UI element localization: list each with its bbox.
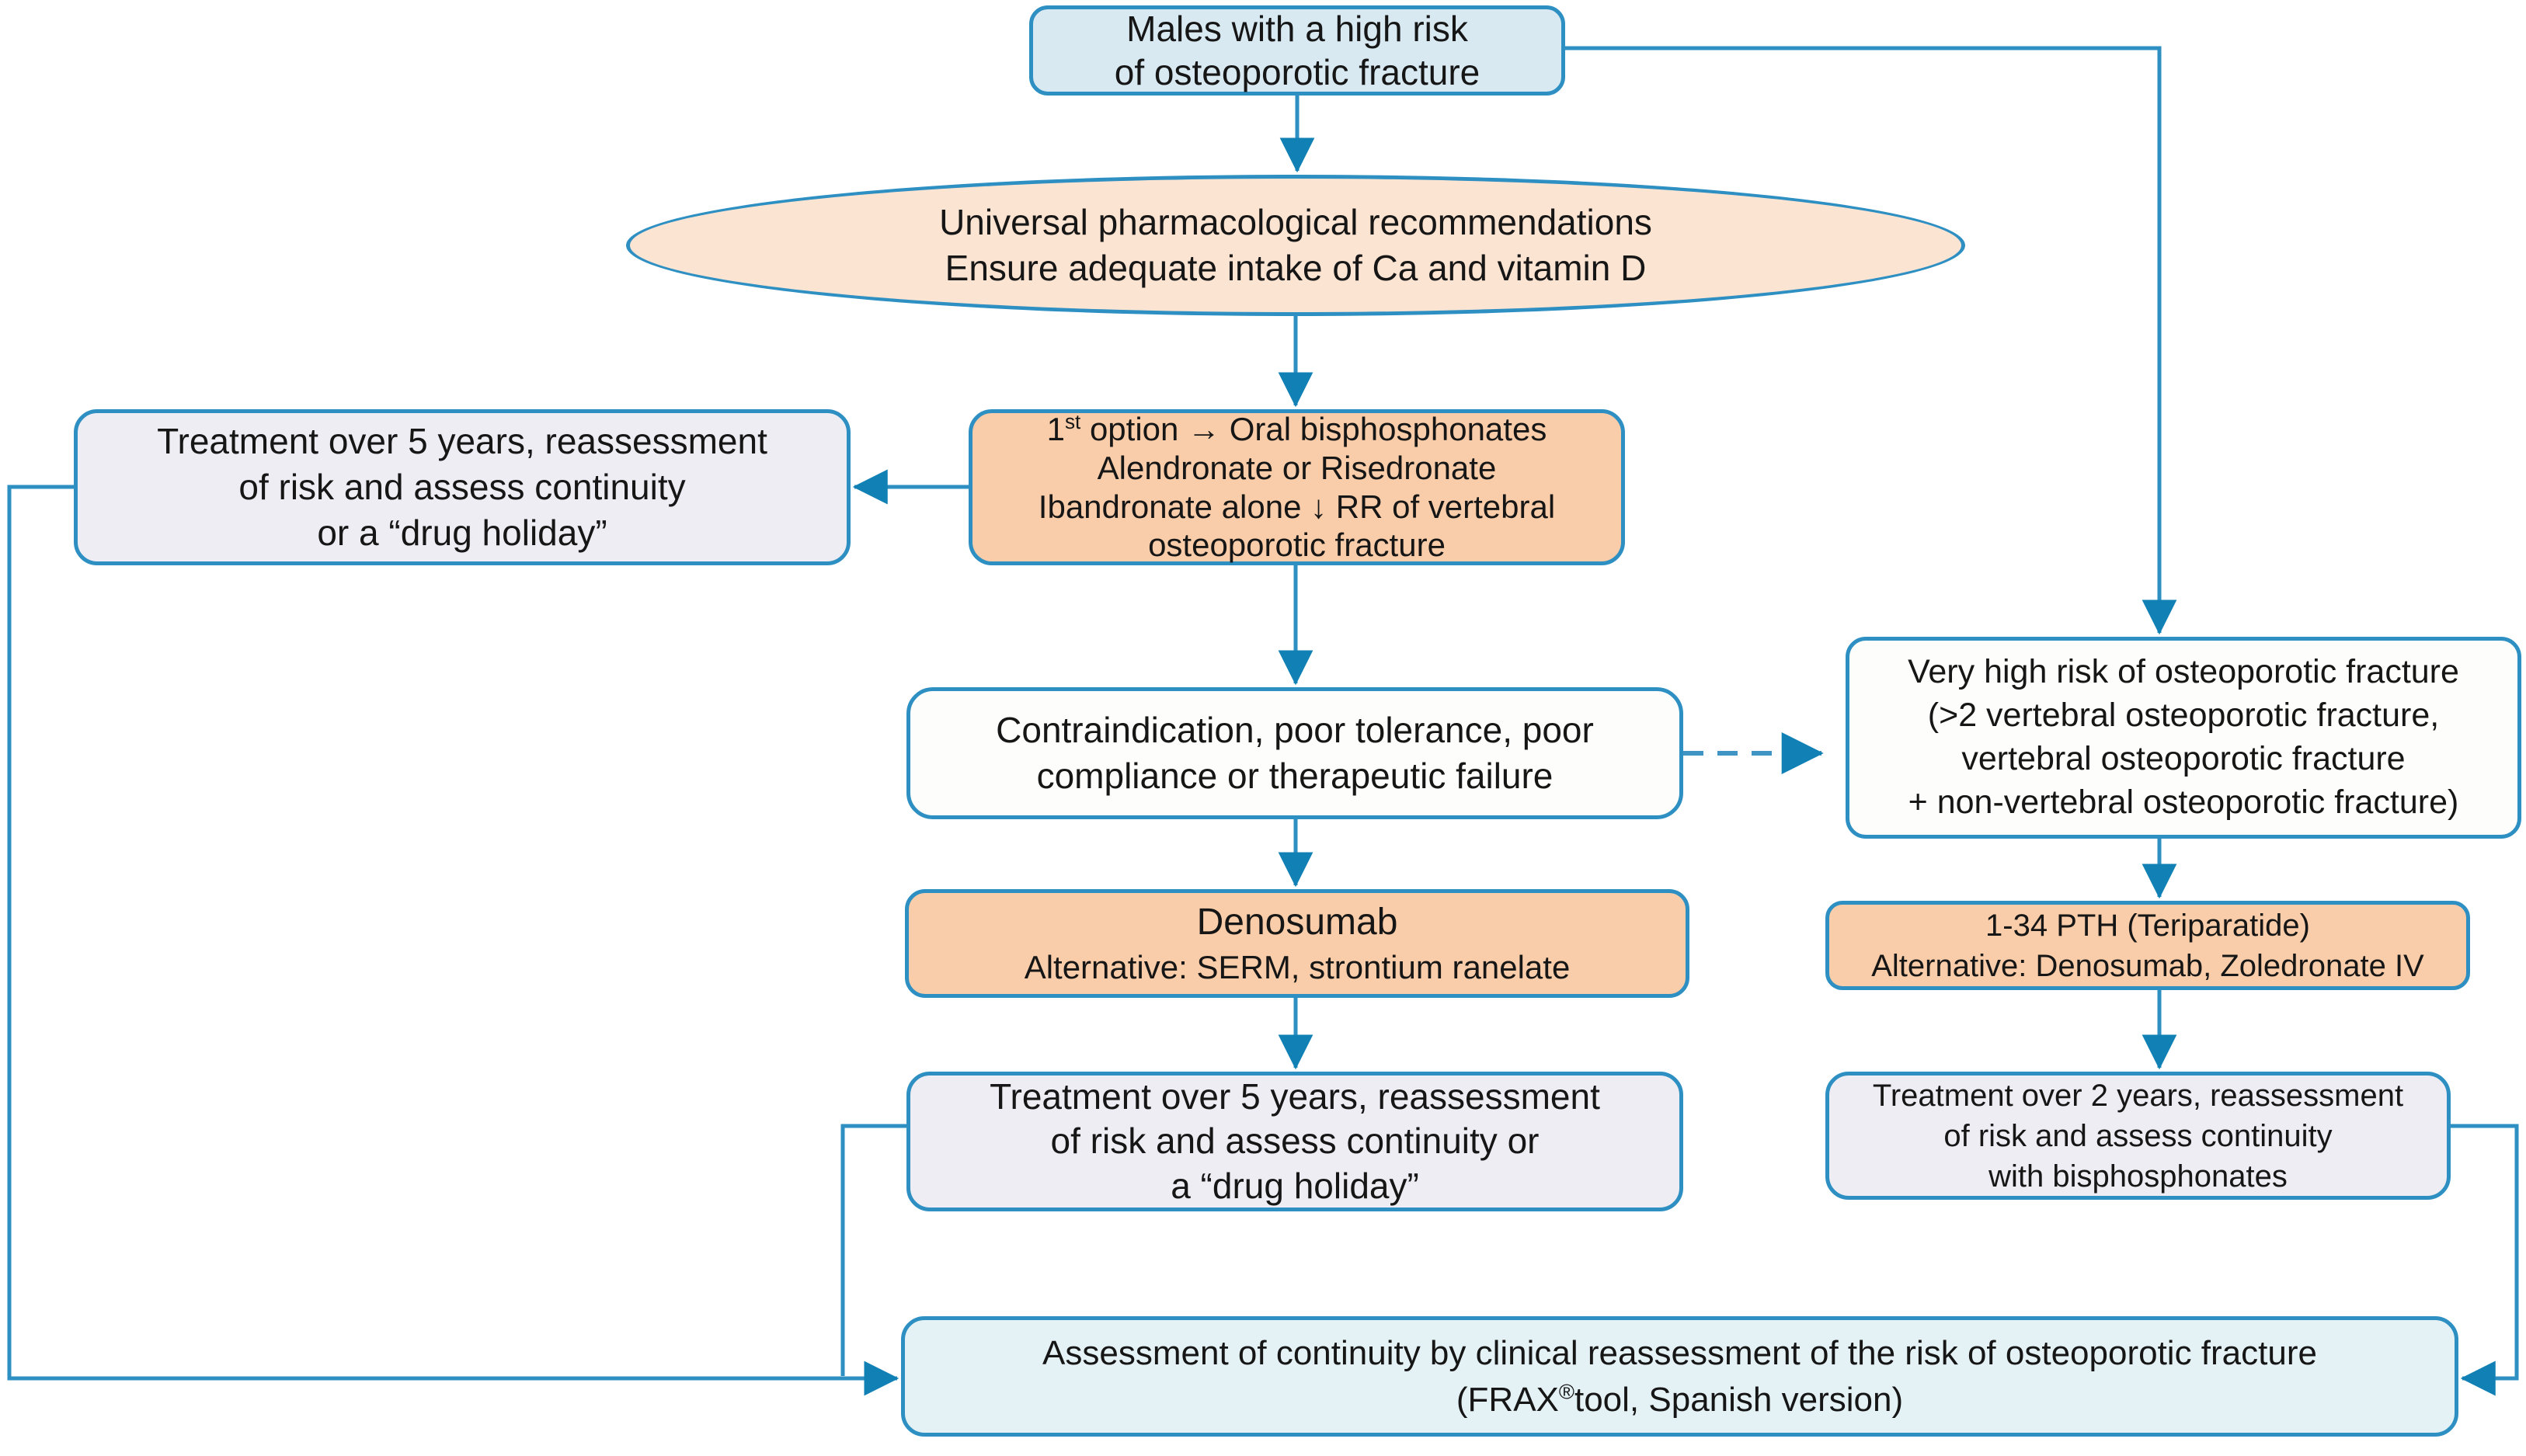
- ordinal-superscript: st: [1065, 410, 1081, 434]
- registered-trademark-superscript: ®: [1558, 1378, 1574, 1403]
- node-text-line: or a “drug holiday”: [317, 512, 607, 553]
- node-title-line: Denosumab: [1196, 901, 1398, 943]
- node-treatment-5-years-mid: Treatment over 5 years, reassessment of …: [906, 1072, 1683, 1211]
- node-text-line: Contraindication, poor tolerance, poor: [996, 710, 1594, 751]
- node-text-line: Ibandronate alone ↓ RR of vertebral: [1038, 488, 1556, 525]
- node-very-high-risk: Very high risk of osteoporotic fracture …: [1846, 637, 2521, 839]
- node-text-line: Treatment over 5 years, reassessment: [157, 421, 767, 462]
- node-treatment-5-years-left: Treatment over 5 years, reassessment of …: [74, 409, 851, 565]
- line-treatment5-mid-to-assessment: [840, 1124, 906, 1376]
- node-text-line: Males with a high risk: [1126, 8, 1468, 49]
- arrow-treatment5-left-to-assessment: [7, 485, 899, 1396]
- node-text-line: (>2 vertebral osteoporotic fracture,: [1927, 697, 2440, 735]
- node-text-line: Alendronate or Risedronate: [1097, 449, 1497, 486]
- node-text-line: Treatment over 5 years, reassessment: [990, 1075, 1600, 1117]
- node-text-line: compliance or therapeutic failure: [1036, 756, 1554, 796]
- node-text-line: of risk and assess continuity or: [1050, 1121, 1540, 1162]
- node-pth-teriparatide: 1-34 PTH (Teriparatide) Alternative: Den…: [1825, 901, 2470, 990]
- node-text-line: with bisphosphonates: [1988, 1159, 2288, 1194]
- node-text-line: Treatment over 2 years, reassessment: [1872, 1078, 2404, 1113]
- node-contraindication: Contraindication, poor tolerance, poor c…: [906, 687, 1683, 819]
- node-text-line: 1st option → Oral bisphosphonates: [1047, 410, 1547, 449]
- node-text-line: Very high risk of osteoporotic fracture: [1908, 653, 2459, 691]
- node-text-line: (FRAX®tool, Spanish version): [1456, 1377, 1903, 1423]
- node-treatment-2-years-right: Treatment over 2 years, reassessment of …: [1825, 1072, 2451, 1200]
- node-text-line: vertebral osteoporotic fracture: [1961, 740, 2406, 777]
- node-text-line: osteoporotic fracture: [1148, 526, 1446, 564]
- node-assessment-continuity-frax: Assessment of continuity by clinical rea…: [901, 1316, 2458, 1437]
- node-text-line: of risk and assess continuity: [1943, 1118, 2333, 1153]
- node-males-high-risk: Males with a high risk of osteoporotic f…: [1029, 5, 1565, 96]
- ordinal-base: 1: [1046, 411, 1066, 448]
- node-text-line: Universal pharmacological recommendation…: [939, 202, 1652, 243]
- node-text-line: Alternative: SERM, strontium ranelate: [1024, 948, 1571, 985]
- node-text-segment: option → Oral bisphosphonates: [1080, 411, 1547, 448]
- node-text-line: + non-vertebral osteoporotic fracture): [1908, 783, 2459, 821]
- node-universal-recommendations-ellipse: Universal pharmacological recommendation…: [626, 175, 1965, 316]
- node-text-line: Assessment of continuity by clinical rea…: [1042, 1334, 2317, 1373]
- node-text-line: a “drug holiday”: [1171, 1165, 1419, 1206]
- node-text-segment: (FRAX: [1456, 1380, 1559, 1419]
- node-text-line: Alternative: Denosumab, Zoledronate IV: [1871, 948, 2424, 983]
- arrow-males-to-very-high-risk: [1565, 46, 2177, 635]
- node-text-line: Ensure adequate intake of Ca and vitamin…: [945, 248, 1647, 288]
- node-text-line: of osteoporotic fracture: [1114, 52, 1480, 92]
- node-denosumab: Denosumab Alternative: SERM, strontium r…: [905, 889, 1689, 998]
- node-first-option-oral-bisphosphonates: 1st option → Oral bisphosphonates Alendr…: [969, 409, 1625, 565]
- node-text-segment: tool, Spanish version): [1574, 1380, 1904, 1419]
- node-text-line: of risk and assess continuity: [238, 467, 686, 508]
- node-title-line: 1-34 PTH (Teriparatide): [1985, 908, 2310, 943]
- arrow-treatment2-right-to-assessment: [2451, 1124, 2519, 1396]
